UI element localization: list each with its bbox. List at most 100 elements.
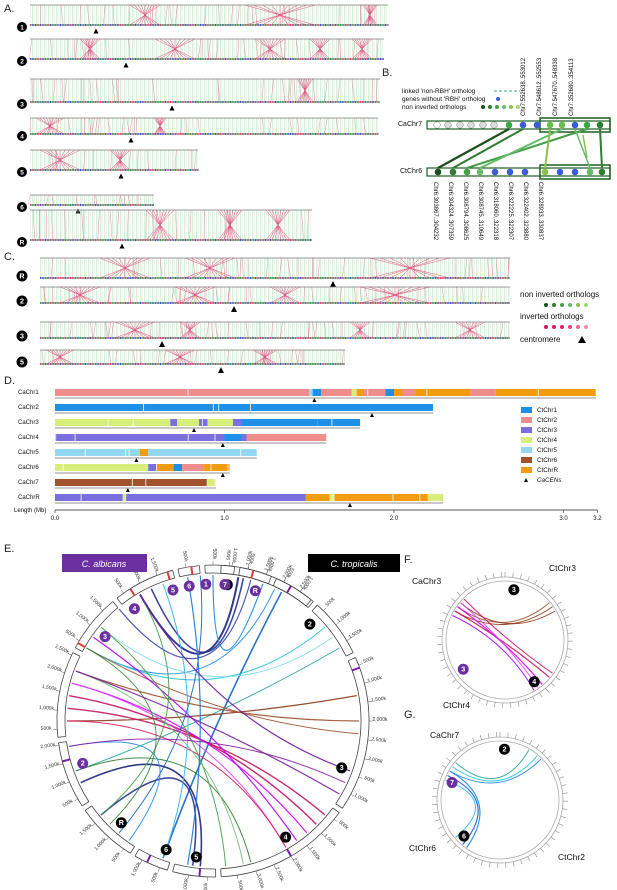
gene-tick bbox=[190, 302, 191, 304]
gene-tick bbox=[362, 302, 364, 304]
gene-tick bbox=[220, 277, 221, 279]
scale-tick bbox=[438, 651, 444, 654]
ortholog-link bbox=[206, 321, 209, 339]
gene-tick bbox=[35, 169, 36, 171]
gene-tick bbox=[355, 133, 356, 135]
gene-tick bbox=[142, 169, 144, 171]
centromere-icon bbox=[93, 28, 99, 34]
gene-tick bbox=[72, 169, 74, 171]
ortholog-link bbox=[544, 128, 551, 169]
gene-tick bbox=[180, 169, 181, 171]
gene-tick bbox=[107, 277, 109, 279]
gene-tick bbox=[485, 302, 486, 304]
gene-tick bbox=[230, 58, 231, 60]
gene-tick bbox=[270, 101, 271, 103]
gene-tick bbox=[450, 277, 451, 279]
ortholog-link bbox=[110, 149, 113, 171]
chromosome-ring-outer bbox=[74, 601, 113, 648]
gene-tick bbox=[210, 302, 211, 304]
ortholog-link bbox=[108, 321, 112, 339]
ortholog-link bbox=[192, 257, 196, 279]
gene-tick bbox=[30, 58, 31, 60]
scale-tick bbox=[452, 845, 457, 850]
gene-tick bbox=[267, 337, 269, 339]
gene-tick bbox=[415, 277, 416, 279]
synteny-chord bbox=[75, 670, 244, 864]
gene-tick bbox=[302, 133, 304, 135]
centromere-icon bbox=[347, 503, 352, 507]
gene-tick bbox=[465, 337, 466, 339]
chromosome-ring-inner bbox=[179, 573, 201, 578]
gene-tick bbox=[120, 277, 121, 279]
gene-tick bbox=[367, 101, 369, 103]
gene-tick bbox=[117, 58, 119, 60]
gene-tick bbox=[127, 169, 129, 171]
segment-edge bbox=[311, 604, 318, 612]
scale-tick bbox=[60, 671, 65, 674]
gene-tick bbox=[122, 58, 124, 60]
gene-tick bbox=[140, 302, 141, 304]
marker-label: 5 bbox=[20, 358, 24, 366]
scale-tick bbox=[564, 616, 570, 619]
gene-tick bbox=[97, 169, 99, 171]
gene-tick bbox=[55, 169, 56, 171]
ortholog-link bbox=[52, 349, 55, 365]
marker-circle bbox=[17, 56, 27, 66]
legend-linked-label: linked 'non-RBH' ortholog bbox=[402, 88, 476, 95]
gene-tick bbox=[217, 363, 219, 365]
scale-tick bbox=[437, 627, 444, 630]
centromere-mark bbox=[129, 588, 136, 597]
scale-tick bbox=[65, 781, 70, 784]
ortholog-link bbox=[108, 349, 111, 365]
gene-tick bbox=[82, 337, 84, 339]
gene-tick bbox=[272, 58, 274, 60]
gene-tick bbox=[300, 277, 301, 279]
scale-tick bbox=[158, 867, 160, 872]
marker-circle bbox=[160, 844, 172, 856]
gene-tick bbox=[165, 169, 166, 171]
gene-tick bbox=[287, 363, 289, 365]
chromosome-marker: 2 bbox=[304, 618, 316, 630]
ortholog-link bbox=[135, 117, 137, 135]
gene-tick bbox=[320, 133, 321, 135]
gene-tick bbox=[100, 101, 101, 103]
gene-tick bbox=[62, 133, 64, 135]
scale-tick bbox=[546, 589, 551, 594]
circos-g-label-ct2: CtChr2 bbox=[558, 852, 585, 862]
ortholog-link bbox=[157, 349, 160, 365]
gene-tick bbox=[370, 58, 371, 60]
legend-swatch bbox=[521, 407, 532, 413]
scale-tick bbox=[541, 749, 546, 754]
ortholog-link bbox=[69, 321, 73, 339]
marker-label: 3 bbox=[340, 764, 344, 772]
gene-tick bbox=[330, 101, 331, 103]
gene-tick bbox=[445, 337, 446, 339]
centromere-mark bbox=[166, 571, 171, 580]
gene-tick bbox=[115, 302, 116, 304]
scale-label: 1,000k bbox=[245, 550, 254, 566]
gene-tick bbox=[52, 58, 54, 60]
inverted-link bbox=[269, 286, 301, 304]
scale-label: 500k bbox=[41, 725, 53, 732]
gene-tick bbox=[337, 277, 339, 279]
gene-tick bbox=[160, 169, 161, 171]
gene-tick bbox=[307, 363, 309, 365]
gene-tick bbox=[307, 24, 309, 26]
gene-tick bbox=[502, 302, 504, 304]
synteny-chord bbox=[447, 774, 479, 845]
ortholog-link bbox=[60, 4, 64, 26]
gene-tick bbox=[347, 337, 349, 339]
segment-edge bbox=[75, 647, 83, 652]
gene-tick bbox=[95, 302, 96, 304]
gene-tick bbox=[197, 133, 199, 135]
gene-tick bbox=[172, 24, 174, 26]
gene-tick bbox=[50, 363, 51, 365]
gene-tick bbox=[355, 101, 356, 103]
gene-tick bbox=[85, 24, 86, 26]
gene-tick bbox=[215, 101, 216, 103]
gene-tick bbox=[247, 58, 249, 60]
gene-tick bbox=[365, 133, 366, 135]
centromere-icon bbox=[119, 243, 125, 249]
gene-tick bbox=[142, 101, 144, 103]
gene-tick bbox=[282, 24, 284, 26]
